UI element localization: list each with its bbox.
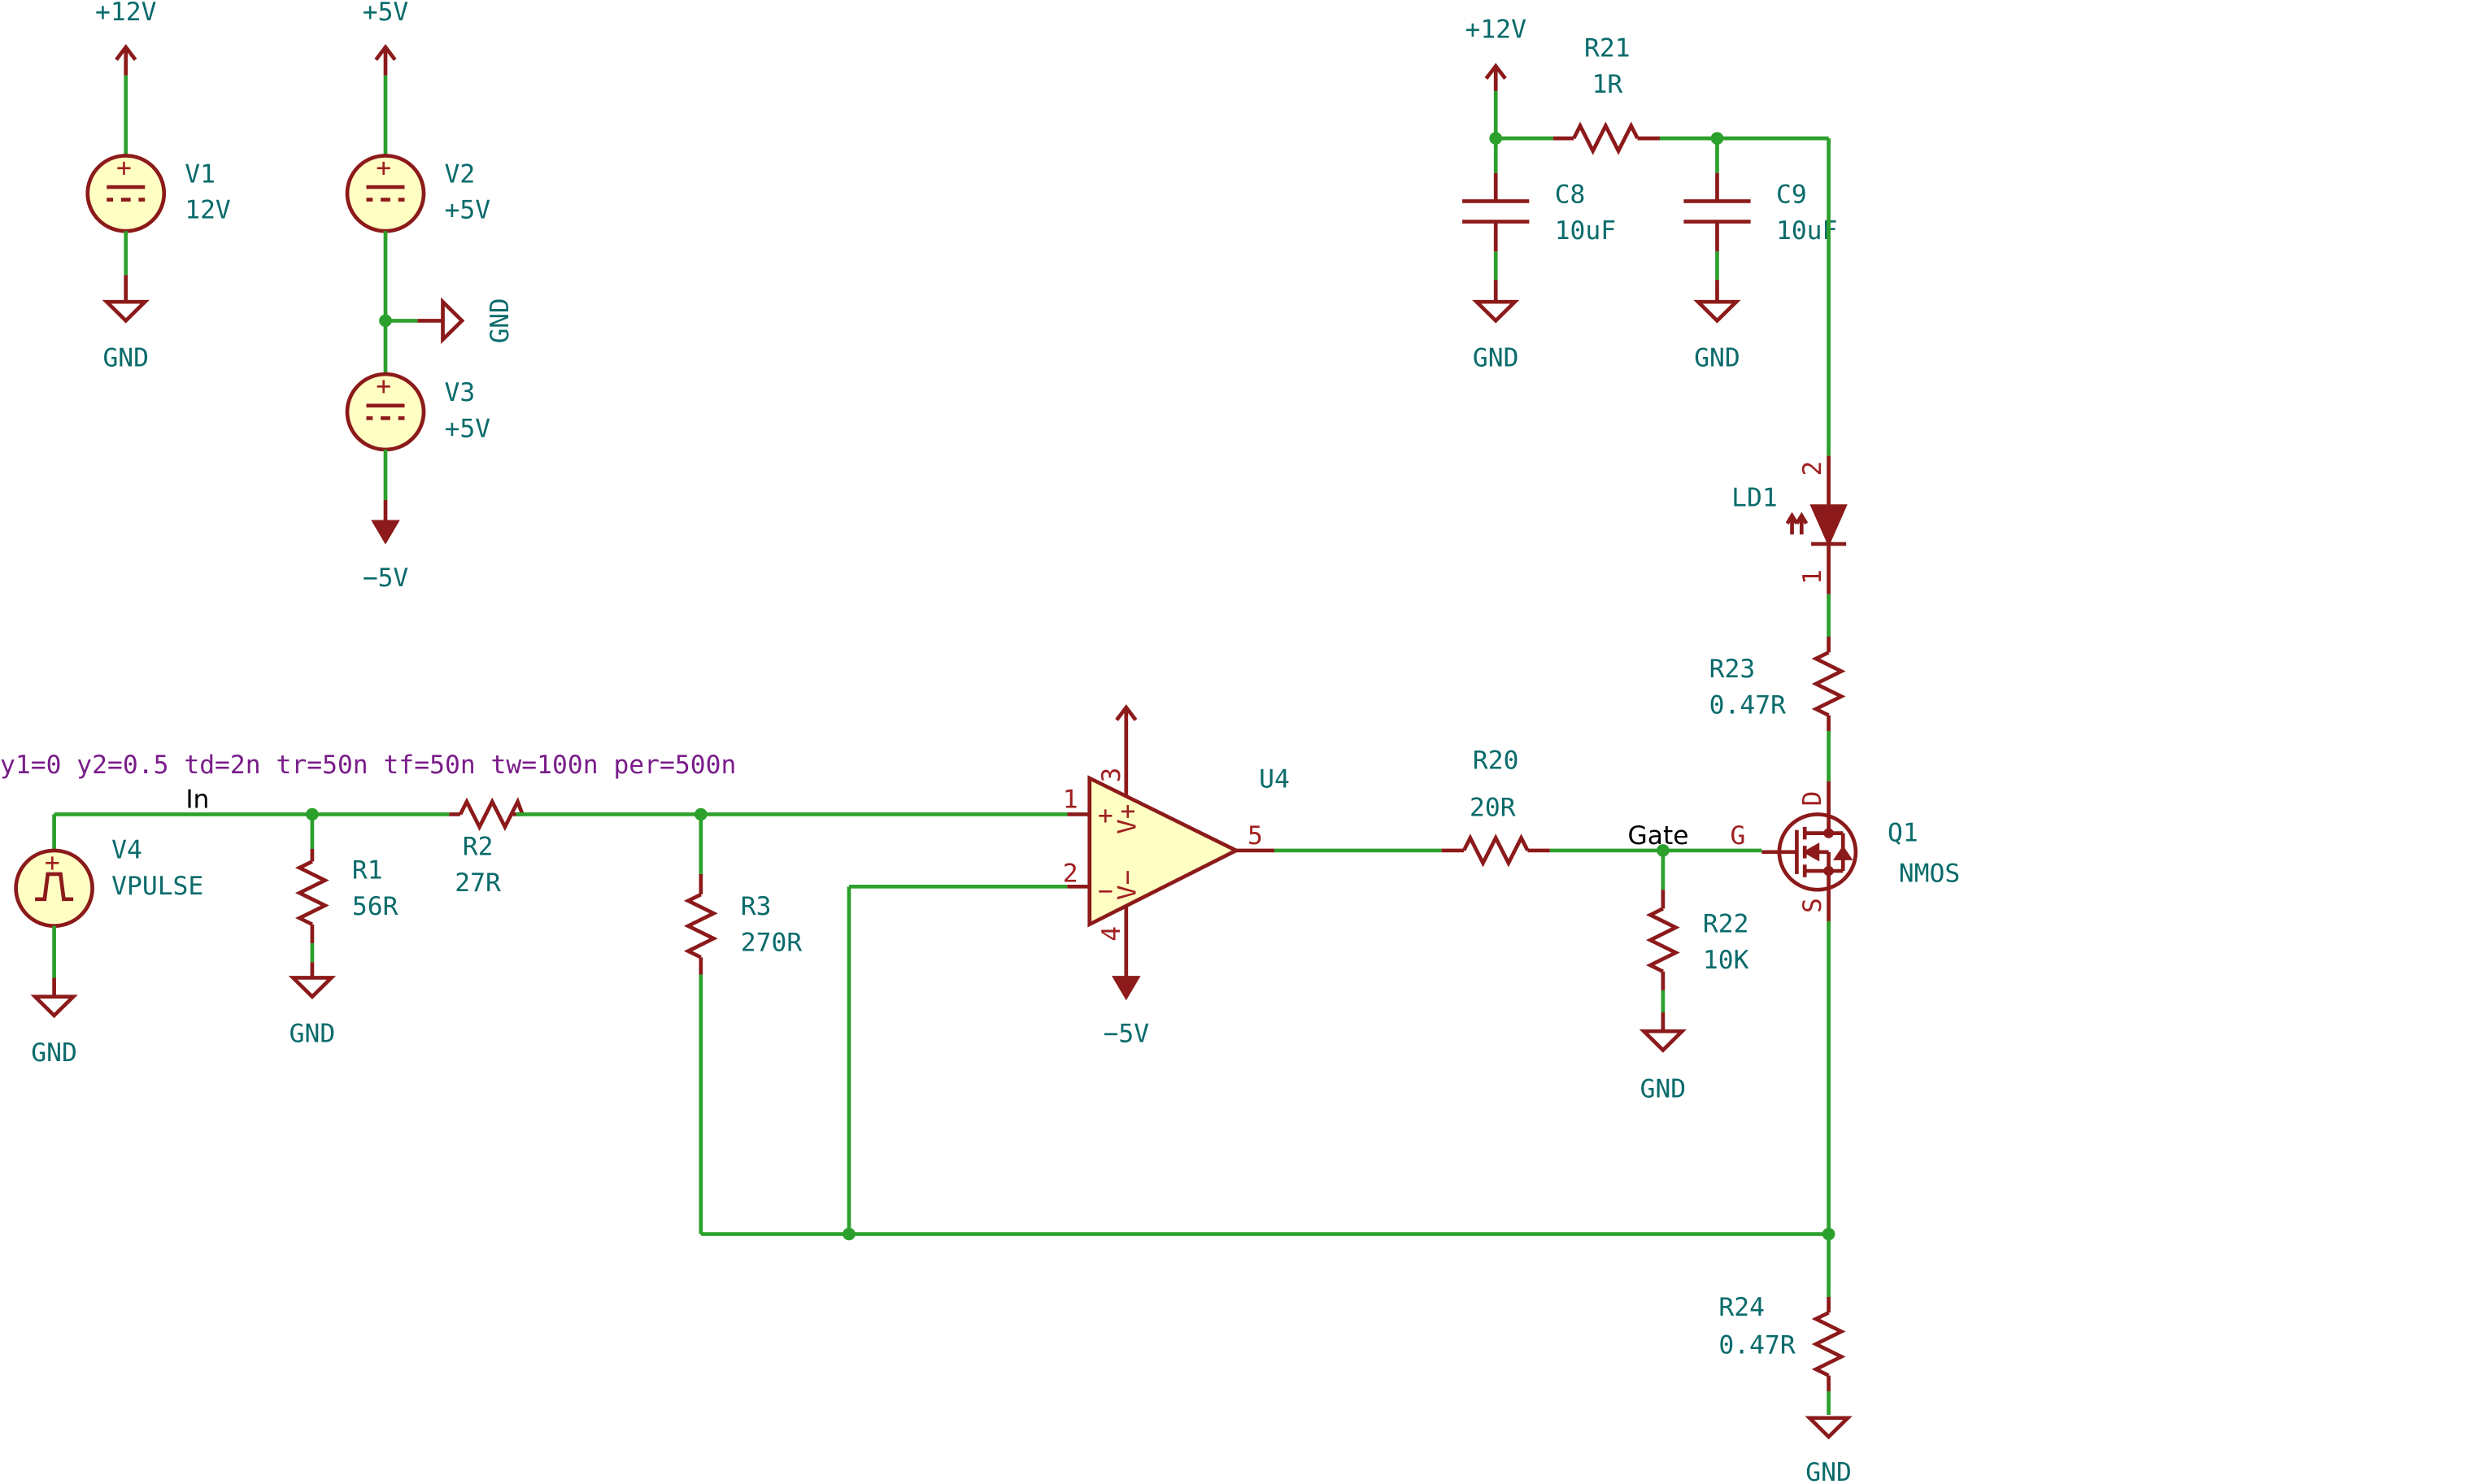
pin-u4-3: 3 bbox=[1097, 768, 1126, 783]
gnd-label-v4: GND bbox=[31, 1038, 77, 1068]
ref-r1: R1 bbox=[352, 856, 383, 886]
opamp-u4[interactable] bbox=[1067, 704, 1274, 1001]
ref-v2: V2 bbox=[444, 159, 475, 189]
source-v1[interactable]: + bbox=[85, 44, 167, 324]
capacitor-c9[interactable] bbox=[1683, 172, 1751, 324]
svg-text:+: + bbox=[376, 372, 391, 401]
capacitor-c8[interactable] bbox=[1462, 172, 1530, 324]
pin-u4-minus: − bbox=[1098, 877, 1113, 906]
ref-r3: R3 bbox=[741, 892, 772, 921]
ref-r24: R24 bbox=[1718, 1293, 1765, 1322]
pin-q1-d: D bbox=[1798, 791, 1827, 807]
gnd-label-r22: GND bbox=[1640, 1075, 1687, 1104]
resistor-r3[interactable] bbox=[683, 873, 718, 975]
nmos-q1[interactable] bbox=[1761, 781, 1858, 921]
power-label-12v-b: +12V bbox=[1465, 15, 1526, 45]
ref-r2: R2 bbox=[463, 833, 494, 862]
value-r22: 10K bbox=[1703, 946, 1749, 975]
resistor-r20[interactable] bbox=[1441, 833, 1550, 868]
source-v2[interactable]: + bbox=[345, 44, 426, 233]
pin-u4-5: 5 bbox=[1248, 821, 1263, 851]
power-label-neg5v-b: −5V bbox=[1104, 1020, 1150, 1049]
spice-vpulse-params: y1=0 y2=0.5 td=2n tr=50n tf=50n tw=100n … bbox=[0, 751, 736, 780]
net-label-gate: Gate bbox=[1628, 821, 1689, 851]
net-label-in: In bbox=[185, 786, 209, 815]
value-r3: 270R bbox=[741, 929, 803, 958]
gnd-label-c8: GND bbox=[1473, 344, 1519, 373]
gnd-label-c9: GND bbox=[1694, 344, 1740, 373]
svg-text:+: + bbox=[376, 154, 391, 183]
source-v4[interactable]: + bbox=[14, 848, 94, 1019]
gnd-symbol-v23 bbox=[441, 297, 465, 345]
ref-q1: Q1 bbox=[1888, 818, 1918, 847]
gnd-label-v23: GND bbox=[486, 298, 515, 343]
value-r20: 20R bbox=[1470, 794, 1516, 823]
ref-r22: R22 bbox=[1703, 910, 1749, 939]
value-r2: 27R bbox=[455, 868, 501, 898]
value-v4: VPULSE bbox=[111, 872, 203, 901]
gnd-label-r24: GND bbox=[1805, 1458, 1852, 1484]
ref-r21: R21 bbox=[1584, 34, 1631, 63]
value-q1: NMOS bbox=[1899, 860, 1960, 889]
value-r23: 0.47R bbox=[1709, 691, 1787, 720]
junction bbox=[379, 314, 392, 328]
value-r24: 0.47R bbox=[1718, 1331, 1796, 1360]
power-label-neg5v-a: −5V bbox=[363, 564, 409, 593]
power-label-12v-a: +12V bbox=[95, 0, 156, 27]
resistor-r1[interactable] bbox=[294, 848, 329, 943]
gnd-symbol-r24 bbox=[1805, 1416, 1853, 1440]
pin-u4-plus: + bbox=[1098, 801, 1113, 830]
pin-u4-4: 4 bbox=[1097, 926, 1126, 942]
svg-text:+: + bbox=[116, 154, 132, 183]
gnd-label-v1: GND bbox=[102, 344, 149, 373]
pin-q1-g: G bbox=[1731, 821, 1746, 851]
resistor-r2[interactable] bbox=[449, 797, 525, 832]
value-r1: 56R bbox=[352, 892, 398, 921]
ref-u4: U4 bbox=[1259, 765, 1290, 794]
ref-v4: V4 bbox=[111, 836, 142, 865]
power-label-5v-a: +5V bbox=[363, 0, 409, 27]
value-v1: 12V bbox=[185, 196, 231, 225]
resistor-r23[interactable] bbox=[1811, 636, 1846, 731]
pin-u4-2: 2 bbox=[1063, 860, 1078, 889]
ref-r23: R23 bbox=[1709, 655, 1756, 684]
pin-u4-vminus: V− bbox=[1113, 870, 1142, 900]
resistor-r21[interactable] bbox=[1552, 121, 1660, 155]
value-c8: 10uF bbox=[1555, 216, 1616, 246]
ref-c9: C9 bbox=[1776, 181, 1807, 210]
value-r21: 1R bbox=[1592, 70, 1622, 99]
resistor-r22[interactable] bbox=[1645, 890, 1680, 990]
gnd-label-r1: GND bbox=[290, 1020, 336, 1049]
source-v3[interactable]: + bbox=[345, 372, 426, 545]
gnd-symbol-r22 bbox=[1639, 1029, 1687, 1053]
junction bbox=[1489, 132, 1503, 145]
pin-u4-vplus: V+ bbox=[1113, 804, 1142, 834]
pin-q1-s: S bbox=[1798, 898, 1827, 913]
ref-ld1: LD1 bbox=[1731, 484, 1778, 513]
resistor-r24[interactable] bbox=[1811, 1296, 1846, 1391]
ref-v1: V1 bbox=[185, 159, 216, 189]
pin-ld1-1: 1 bbox=[1798, 569, 1827, 585]
ref-r20: R20 bbox=[1473, 746, 1519, 776]
ref-c8: C8 bbox=[1555, 181, 1586, 210]
ref-v3: V3 bbox=[444, 378, 475, 407]
laser-diode-ld1[interactable] bbox=[1785, 455, 1848, 594]
pin-u4-1: 1 bbox=[1063, 786, 1078, 815]
value-v3: +5V bbox=[444, 415, 490, 444]
value-v2: +5V bbox=[444, 196, 490, 225]
svg-text:+: + bbox=[45, 848, 60, 877]
pin-ld1-2: 2 bbox=[1798, 461, 1827, 477]
power-12v-b-symbol bbox=[1484, 63, 1507, 92]
gnd-symbol-r1 bbox=[288, 976, 337, 999]
